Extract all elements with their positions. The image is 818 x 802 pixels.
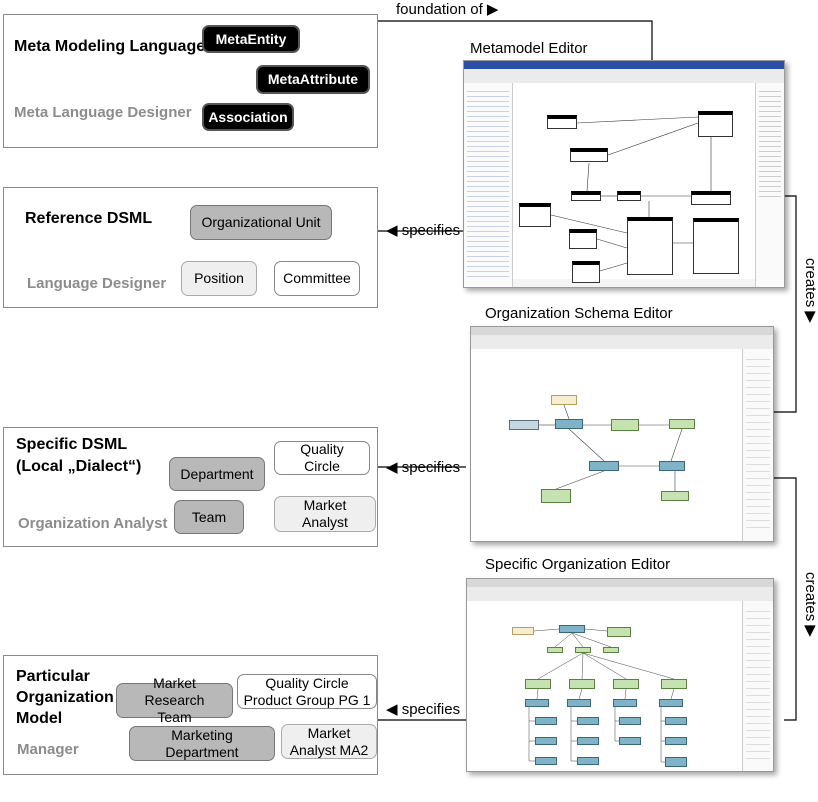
schema-editor-screenshot bbox=[470, 326, 774, 542]
panel-title-line2: Organization bbox=[16, 689, 114, 706]
market-research-team-box: Market Research Team bbox=[116, 675, 233, 725]
creates-label: creates ▶ bbox=[802, 258, 818, 323]
editor-title: Metamodel Editor bbox=[470, 40, 588, 57]
role-label: Meta Language Designer bbox=[14, 104, 192, 121]
metamodel-editor-screenshot bbox=[463, 60, 785, 288]
panel-title-line1: Specific DSML bbox=[16, 436, 128, 453]
department-box: Department bbox=[169, 457, 265, 491]
association-box: Association bbox=[202, 103, 294, 131]
editor-title: Specific Organization Editor bbox=[485, 556, 671, 573]
reference-dsml-panel: Reference DSML Language Designer Organiz… bbox=[3, 187, 378, 308]
meta-entity-box: MetaEntity bbox=[202, 25, 300, 53]
creates-label: creates ▶ bbox=[802, 572, 818, 637]
panel-title-line2: (Local „Dialect“) bbox=[16, 458, 142, 475]
panel-title-line3: Model bbox=[16, 710, 63, 727]
editor-title: Organization Schema Editor bbox=[485, 305, 673, 322]
role-label: Organization Analyst bbox=[18, 515, 168, 532]
marketing-department-box: Marketing Department bbox=[129, 726, 275, 761]
role-label: Language Designer bbox=[27, 275, 167, 292]
market-analyst-ma2-box: Market Analyst MA2 bbox=[281, 724, 377, 759]
quality-circle-pg1-box: Quality Circle Product Group PG 1 bbox=[237, 674, 377, 709]
panel-title-line1: Particular bbox=[16, 668, 90, 685]
team-box: Team bbox=[174, 500, 244, 534]
role-label: Manager bbox=[17, 741, 79, 758]
panel-title: Meta Modeling Language bbox=[14, 38, 206, 55]
specific-dsml-panel: Specific DSML (Local „Dialect“) Organiza… bbox=[3, 427, 378, 547]
foundation-label: foundation of ▶ bbox=[396, 1, 499, 18]
specific-editor-screenshot bbox=[466, 578, 774, 772]
panel-title: Reference DSML bbox=[25, 210, 153, 227]
position-box: Position bbox=[181, 261, 257, 296]
specifies-label: ◀ specifies bbox=[386, 459, 461, 476]
committee-box: Committee bbox=[274, 261, 360, 296]
quality-circle-box: Quality Circle bbox=[274, 441, 370, 475]
particular-model-panel: Particular Organization Model Manager Ma… bbox=[3, 655, 378, 775]
market-analyst-box: Market Analyst bbox=[274, 496, 376, 532]
organizational-unit-box: Organizational Unit bbox=[190, 205, 332, 240]
meta-attribute-box: MetaAttribute bbox=[256, 65, 370, 94]
specifies-label: ◀ specifies bbox=[386, 701, 461, 718]
specifies-label: ◀ specifies bbox=[386, 222, 461, 239]
meta-modeling-panel: Meta Modeling Language Meta Language Des… bbox=[3, 14, 378, 148]
